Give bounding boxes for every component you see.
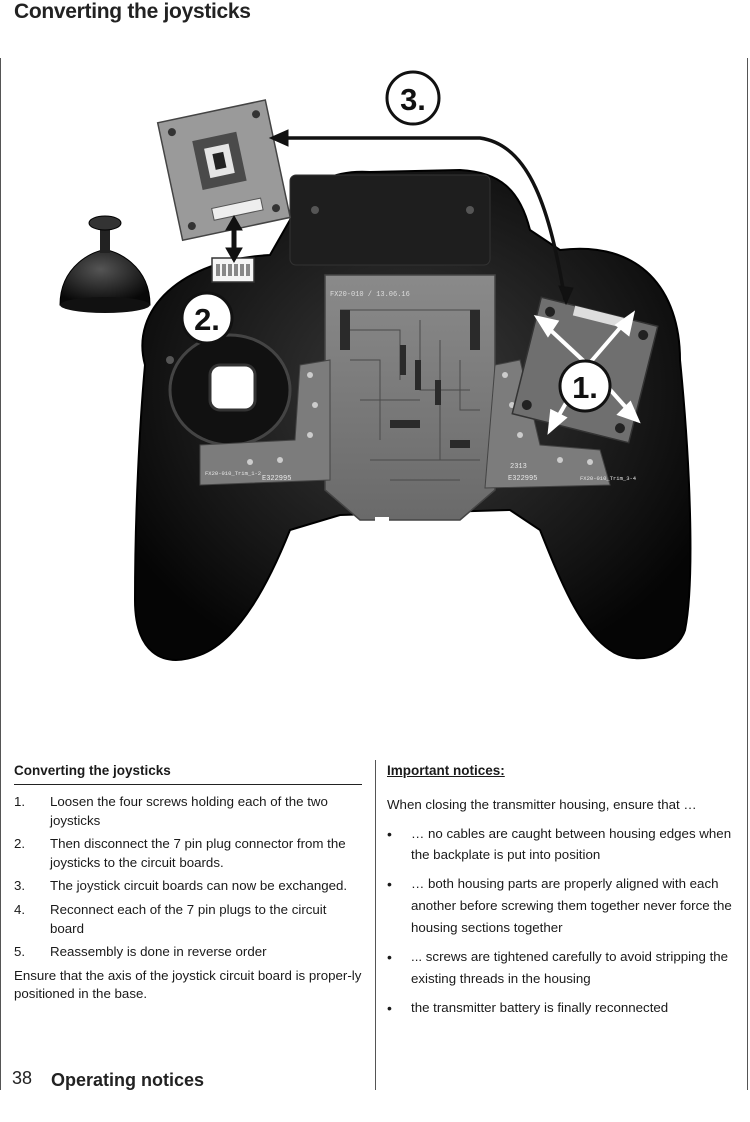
notices-heading: Important notices: <box>387 763 505 778</box>
right-serial: E322995 <box>508 475 537 483</box>
transmitter-photo: FX20-010 / 13.06.16 FX20-010_Trim_1-2 E3… <box>59 70 692 661</box>
replacement-joystick-board <box>156 99 292 242</box>
notice-text: the transmitter battery is finally recon… <box>411 1000 669 1016</box>
right-strip-label: FX20-010_Trim_3-4 <box>580 475 637 482</box>
svg-text:2.: 2. <box>194 302 220 337</box>
axis-note: Ensure that the axis of the joystick cir… <box>14 967 362 1002</box>
step-text: Loosen the four screws holding each of t… <box>50 793 328 828</box>
list-item: • … both housing parts are properly align… <box>387 873 739 939</box>
left-serial: E322995 <box>262 475 291 483</box>
callout-2: 2. <box>180 291 234 345</box>
step-number: 2. <box>14 836 26 852</box>
notices-intro: When closing the transmitter housing, en… <box>387 796 697 812</box>
column-divider <box>375 760 376 1090</box>
step-arrows <box>225 129 574 306</box>
instructions-heading: Converting the joysticks <box>14 762 362 785</box>
callout-3: 3. <box>385 70 441 126</box>
instructions-column: Converting the joysticks 1. Loosen the fo… <box>14 762 362 1004</box>
step-text: Then disconnect the 7 pin plug connector… <box>50 836 346 870</box>
step-text: Reconnect each of the 7 pin plugs to the… <box>50 901 327 936</box>
step-number: 4. <box>14 901 26 917</box>
bullet-icon: • <box>387 949 392 966</box>
steps-list: 1. Loosen the four screws holding each of… <box>14 793 362 962</box>
board-label-center: FX20-010 / 13.06.16 <box>330 291 410 299</box>
footer-section-label: Operating notices <box>51 1070 205 1090</box>
main-circuit-board: FX20-010 / 13.06.16 <box>324 274 496 523</box>
step-item: 3. The joystick circuit boards can now be… <box>14 877 362 896</box>
page-title: Converting the joysticks <box>14 0 251 23</box>
list-item: • ... screws are tightened carefully to a… <box>387 946 739 990</box>
right-trim-board: E322995 FX20-010_Trim_3-4 2313 <box>484 359 637 489</box>
bullet-icon: • <box>387 1000 392 1017</box>
notice-text: ... screws are tightened carefully to av… <box>411 949 729 987</box>
right-border <box>747 58 748 1090</box>
notice-text: … no cables are caught between housing e… <box>411 825 732 863</box>
notice-text: … both housing parts are properly aligne… <box>411 876 732 936</box>
list-item: • the transmitter battery is finally reco… <box>387 997 739 1020</box>
step-number: 3. <box>14 878 26 894</box>
svg-text:1.: 1. <box>572 370 598 405</box>
step-item: 5. Reassembly is done in reverse order <box>14 943 362 962</box>
left-trim-board: FX20-010_Trim_1-2 E322995 <box>199 359 331 486</box>
left-strip-label: FX20-010_Trim_1-2 <box>205 470 261 477</box>
left-border <box>0 58 1 1090</box>
step-number: 5. <box>14 944 26 960</box>
step-item: 4. Reconnect each of the 7 pin plugs to t… <box>14 901 362 938</box>
svg-text:3.: 3. <box>400 82 426 117</box>
step-text: Reassembly is done in reverse order <box>50 944 267 960</box>
plug-connector <box>211 257 255 283</box>
page-number: 38 <box>12 1068 33 1088</box>
notices-column: Important notices: When closing the tran… <box>387 762 739 1027</box>
step-item: 1. Loosen the four screws holding each of… <box>14 793 362 830</box>
bullet-icon: • <box>387 825 392 842</box>
step-text: The joystick circuit boards can now be e… <box>50 878 348 894</box>
list-item: • … no cables are caught between housing … <box>387 823 739 867</box>
date-code: 2313 <box>510 463 527 471</box>
step-number: 1. <box>14 793 26 809</box>
joystick-knob <box>59 215 151 313</box>
notices-list: • … no cables are caught between housing … <box>387 823 739 1021</box>
bullet-icon: • <box>387 876 392 893</box>
step-item: 2. Then disconnect the 7 pin plug connect… <box>14 835 362 872</box>
callout-1: 1. <box>558 359 612 413</box>
